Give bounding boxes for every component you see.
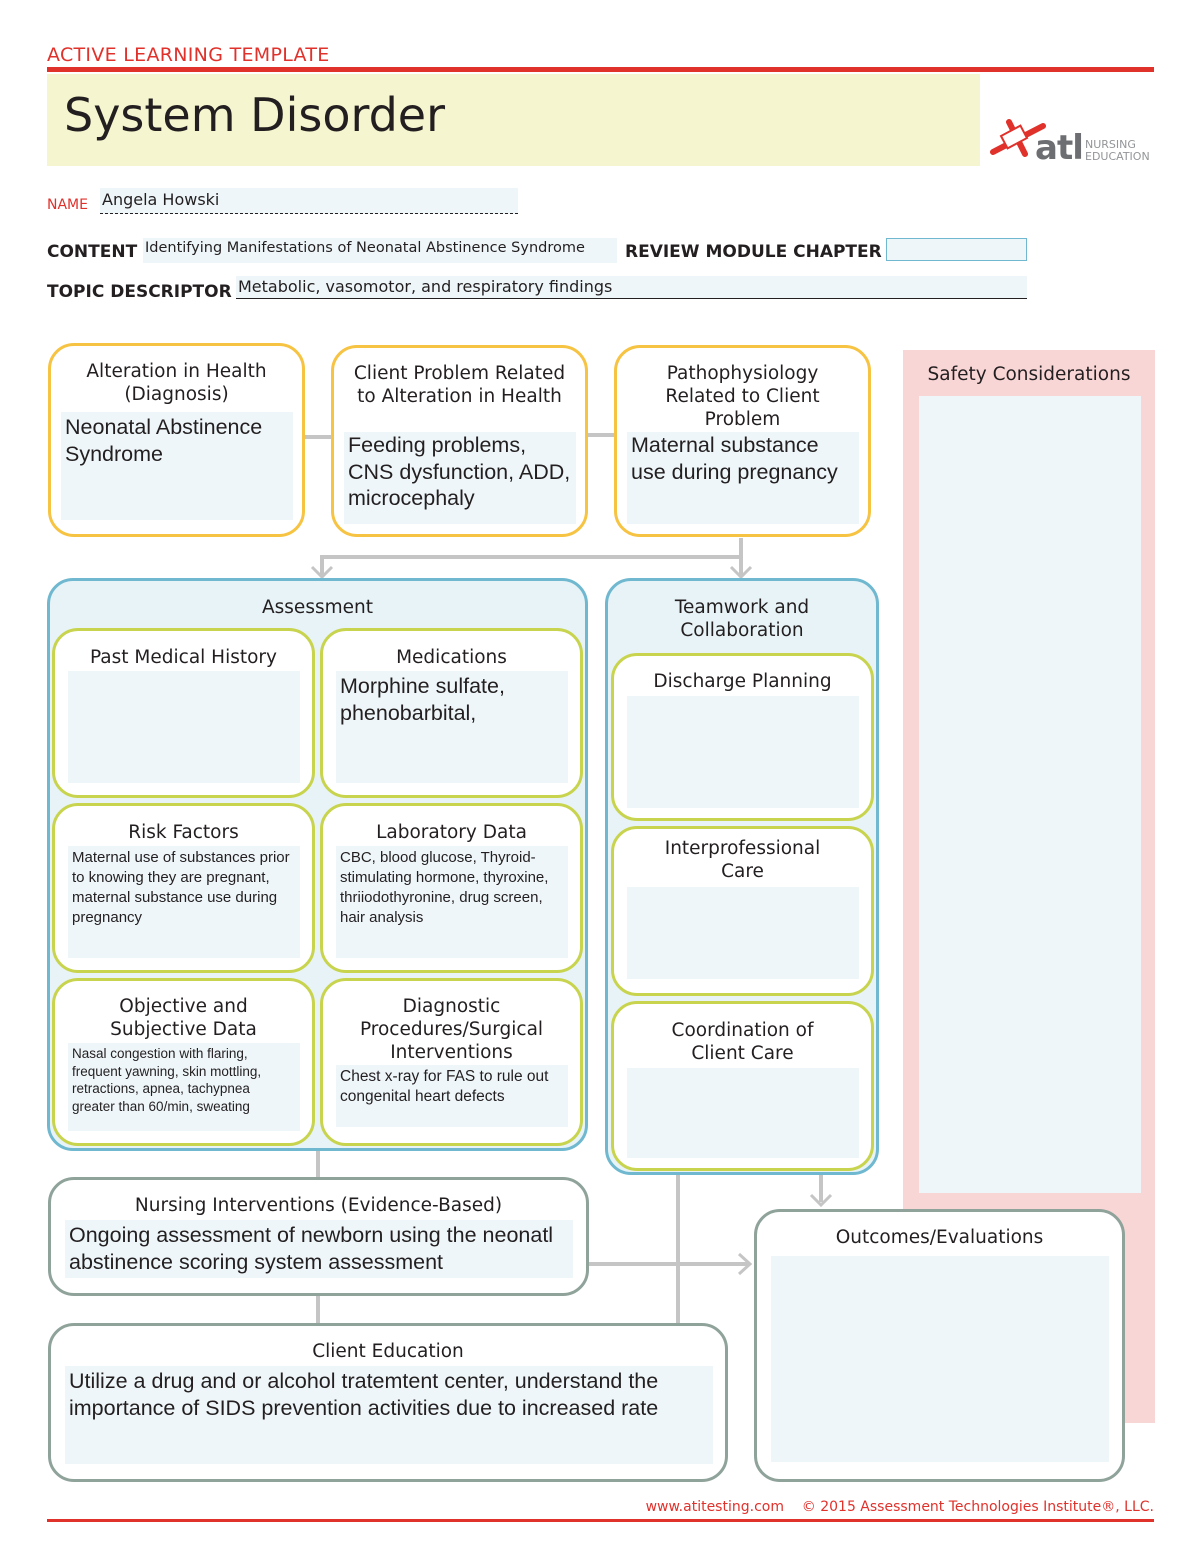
review-label: REVIEW MODULE CHAPTER bbox=[625, 242, 882, 262]
education-text[interactable]: Utilize a drug and or alcohol tratemtent… bbox=[65, 1366, 713, 1464]
pathophysiology-text[interactable]: Maternal substance use during pregnancy bbox=[627, 432, 859, 524]
content-label: CONTENT bbox=[47, 242, 138, 262]
assessment-title: Assessment bbox=[262, 597, 373, 618]
content-field[interactable]: Identifying Manifestations of Neonatal A… bbox=[143, 238, 617, 263]
nursing-text[interactable]: Ongoing assessment of newborn using the … bbox=[65, 1220, 573, 1278]
box-title: Objective and Subjective Data bbox=[110, 996, 257, 1040]
topic-value: Metabolic, vasomotor, and respiratory fi… bbox=[238, 277, 613, 296]
logo-line-2: EDUCATION bbox=[1085, 150, 1150, 163]
title-bar bbox=[47, 74, 980, 166]
laboratory-data-box: Laboratory Data CBC, blood glucose, Thyr… bbox=[320, 803, 583, 973]
connector bbox=[588, 433, 615, 437]
past-medical-text[interactable] bbox=[68, 671, 300, 783]
objective-subjective-box: Objective and Subjective Data Nasal cong… bbox=[52, 978, 315, 1146]
footer: www.atitesting.com © 2015 Assessment Tec… bbox=[600, 1499, 1154, 1515]
connector bbox=[316, 1294, 320, 1324]
laboratory-text[interactable]: CBC, blood glucose, Thyroid-stimulating … bbox=[336, 846, 568, 958]
past-medical-history-box: Past Medical History bbox=[52, 628, 315, 798]
box-title: Diagnostic Procedures/Surgical Intervent… bbox=[359, 996, 544, 1063]
connector bbox=[320, 555, 324, 577]
coordination-of-care-box: Coordination of Client Care bbox=[611, 1001, 874, 1171]
discharge-planning-box: Discharge Planning bbox=[611, 653, 874, 821]
outcomes-evaluations-box: Outcomes/Evaluations bbox=[754, 1209, 1125, 1482]
topic-label: TOPIC DESCRIPTOR bbox=[47, 282, 232, 302]
connector bbox=[739, 555, 743, 577]
interprofessional-text[interactable] bbox=[627, 887, 859, 979]
box-title: Medications bbox=[396, 647, 507, 668]
ati-logo: atl NURSING EDUCATION bbox=[985, 110, 1155, 170]
template-label: ACTIVE LEARNING TEMPLATE bbox=[47, 44, 330, 66]
name-value: Angela Howski bbox=[102, 190, 220, 209]
safety-text[interactable] bbox=[919, 396, 1141, 1193]
name-field[interactable]: Angela Howski bbox=[100, 188, 518, 214]
box-title: Coordination of Client Care bbox=[671, 1020, 814, 1064]
alteration-text[interactable]: Neonatal Abstinence Syndrome bbox=[61, 412, 293, 520]
diagnostic-text[interactable]: Chest x-ray for FAS to rule out congenit… bbox=[336, 1065, 568, 1127]
discharge-text[interactable] bbox=[627, 696, 859, 808]
risk-factors-text[interactable]: Maternal use of substances prior to know… bbox=[68, 846, 300, 958]
connector bbox=[739, 538, 743, 558]
client-problem-box: Client Problem Related to Alteration in … bbox=[331, 345, 588, 537]
connector bbox=[320, 555, 743, 559]
nursing-interventions-box: Nursing Interventions (Evidence-Based) O… bbox=[48, 1177, 589, 1296]
box-title: Client Problem Related to Alteration in … bbox=[353, 363, 566, 407]
footer-url[interactable]: www.atitesting.com bbox=[645, 1499, 784, 1515]
box-title: Discharge Planning bbox=[653, 671, 832, 692]
teamwork-title: Teamwork and Collaboration bbox=[674, 597, 810, 641]
connector bbox=[588, 1262, 748, 1266]
objective-text[interactable]: Nasal congestion with flaring, frequent … bbox=[68, 1043, 300, 1131]
footer-rule bbox=[47, 1519, 1154, 1522]
box-title: Pathophysiology Related to Client Proble… bbox=[665, 363, 820, 430]
box-title: Laboratory Data bbox=[376, 822, 527, 843]
page-title: System Disorder bbox=[64, 88, 445, 142]
interprofessional-care-box: Interprofessional Care bbox=[611, 826, 874, 996]
box-title: Nursing Interventions (Evidence-Based) bbox=[134, 1195, 503, 1216]
arrow-right-icon bbox=[737, 1252, 753, 1276]
header-rule bbox=[47, 67, 1154, 72]
review-chapter-field[interactable] bbox=[886, 238, 1027, 261]
client-problem-text[interactable]: Feeding problems, CNS dysfunction, ADD, … bbox=[344, 432, 576, 524]
box-title: Interprofessional Care bbox=[664, 838, 821, 882]
box-title: Past Medical History bbox=[89, 647, 277, 668]
box-title: Alteration in Health (Diagnosis) bbox=[86, 361, 267, 405]
connector bbox=[676, 1174, 680, 1326]
footer-copyright: © 2015 Assessment Technologies Institute… bbox=[801, 1499, 1154, 1515]
arrow-down-icon bbox=[310, 565, 334, 580]
medications-text[interactable]: Morphine sulfate, phenobarbital, bbox=[336, 671, 568, 783]
arrow-down-icon bbox=[809, 1193, 833, 1208]
safety-title: Safety Considerations bbox=[927, 364, 1131, 385]
logo-line-1: NURSING bbox=[1085, 138, 1136, 151]
connector bbox=[819, 1174, 823, 1202]
connector bbox=[316, 1150, 320, 1178]
logo-mark: atl bbox=[1035, 128, 1084, 168]
medications-box: Medications Morphine sulfate, phenobarbi… bbox=[320, 628, 583, 798]
outcomes-text[interactable] bbox=[771, 1256, 1109, 1462]
client-education-box: Client Education Utilize a drug and or a… bbox=[48, 1323, 728, 1482]
box-title: Client Education bbox=[312, 1341, 464, 1362]
name-label: NAME bbox=[47, 197, 88, 213]
content-value: Identifying Manifestations of Neonatal A… bbox=[145, 240, 585, 256]
alteration-in-health-box: Alteration in Health (Diagnosis) Neonata… bbox=[48, 343, 305, 537]
diagnostic-procedures-box: Diagnostic Procedures/Surgical Intervent… bbox=[320, 978, 583, 1146]
risk-factors-box: Risk Factors Maternal use of substances … bbox=[52, 803, 315, 973]
connector bbox=[305, 435, 332, 439]
arrow-down-icon bbox=[729, 565, 753, 580]
pathophysiology-box: Pathophysiology Related to Client Proble… bbox=[614, 345, 871, 537]
coordination-text[interactable] bbox=[627, 1068, 859, 1158]
box-title: Outcomes/Evaluations bbox=[835, 1227, 1044, 1248]
logo-icon bbox=[990, 119, 1046, 157]
topic-field[interactable]: Metabolic, vasomotor, and respiratory fi… bbox=[236, 276, 1027, 299]
box-title: Risk Factors bbox=[128, 822, 239, 843]
